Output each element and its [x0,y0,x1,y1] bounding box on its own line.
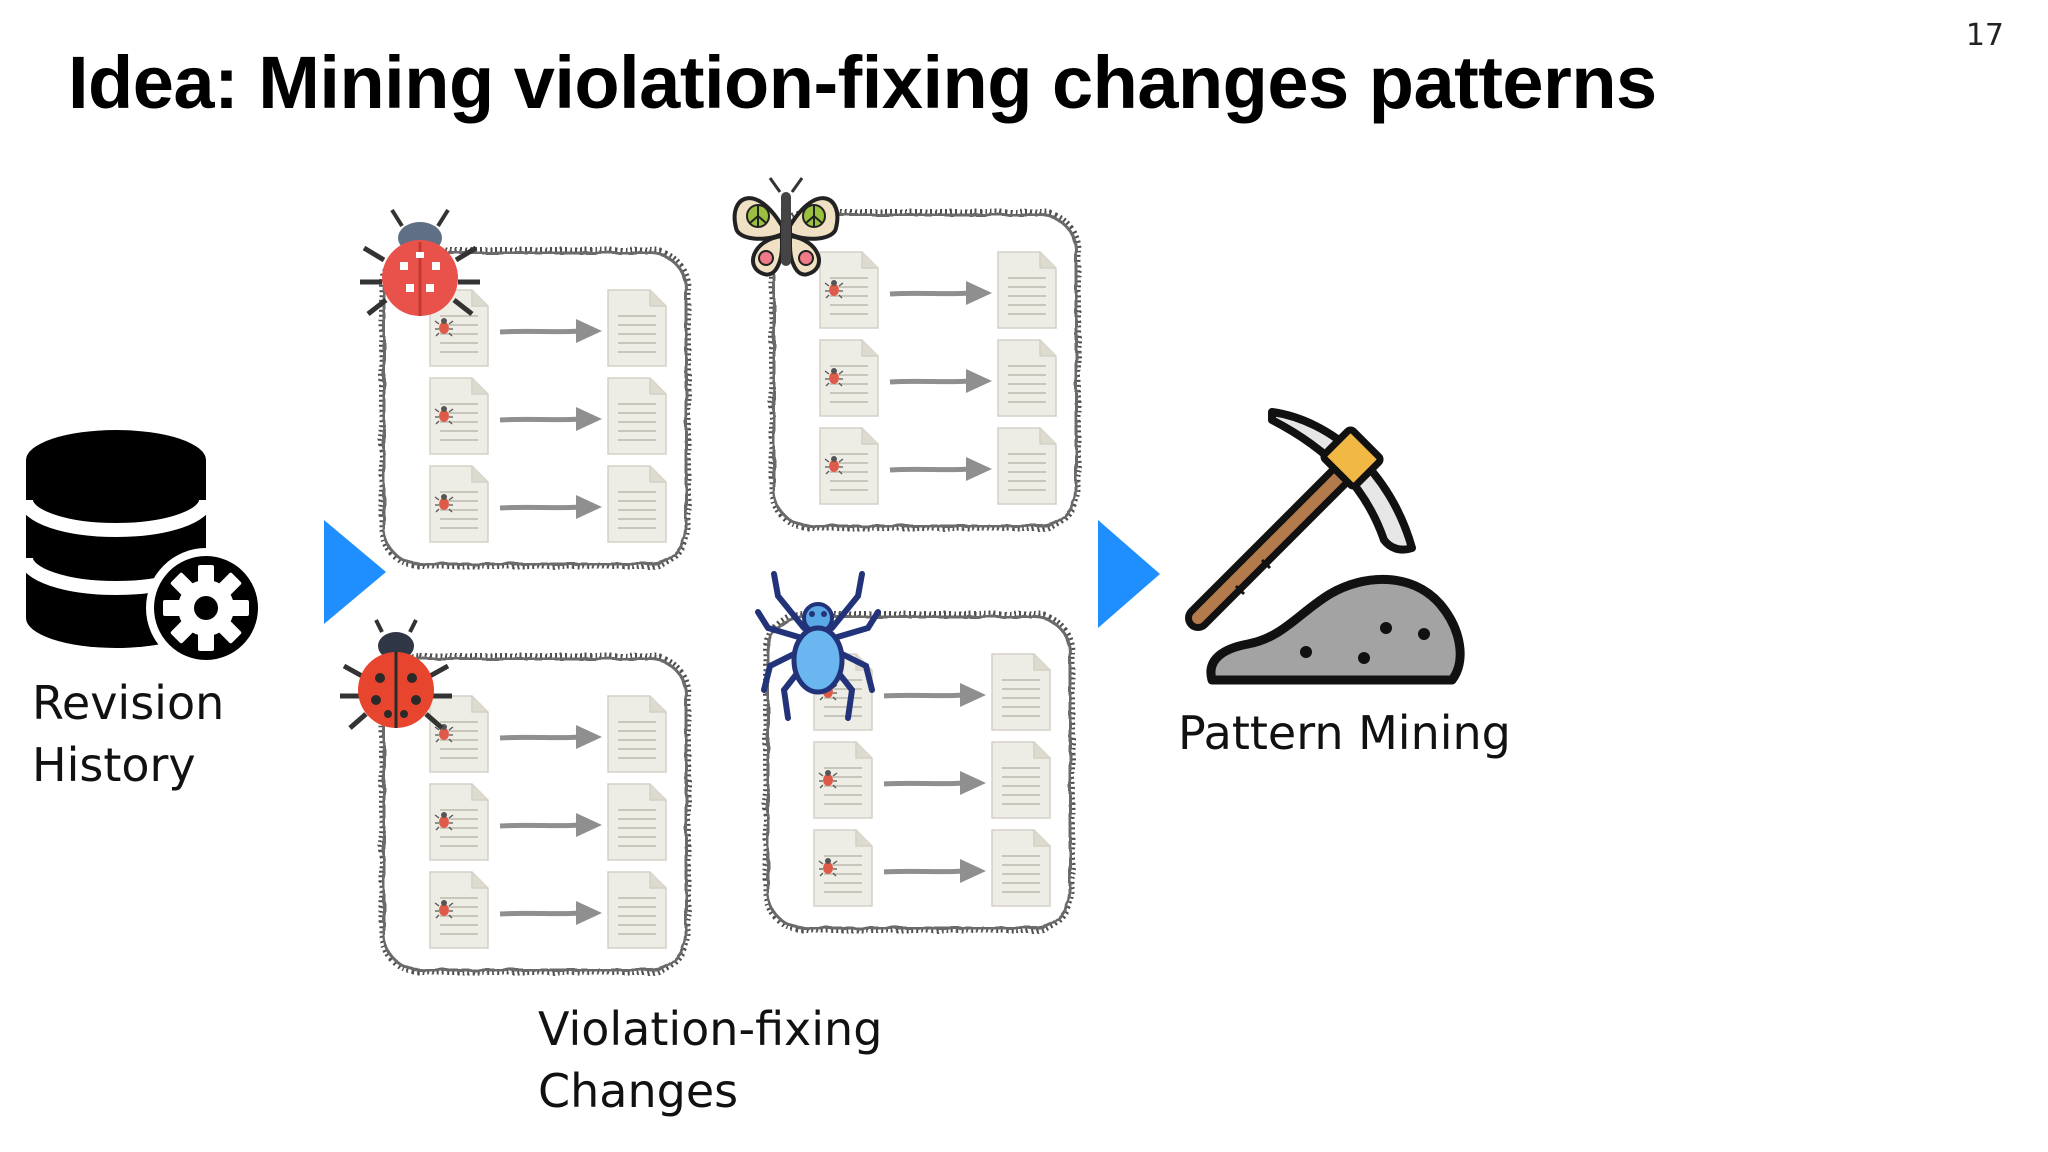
ladybug-icon [360,208,480,316]
flow-arrow-1 [324,520,386,624]
slide-title: Idea: Mining violation-fixing changes pa… [68,41,1657,124]
pattern-mining-text: Pattern Mining [1178,706,1511,760]
flow-arrow-2 [1098,520,1160,628]
butterfly-icon [732,177,840,277]
pattern-mining-label: Pattern Mining [1178,702,1511,764]
revision-history-label: Revision History [32,672,224,796]
violation-fixing-line-1: Violation-fixing [538,1002,883,1056]
rock-icon [1206,575,1465,685]
spider-icon [755,571,881,721]
revision-history-line-1: Revision [32,676,225,730]
violation-fixing-line-2: Changes [538,1064,739,1118]
ladybug-icon [340,619,452,730]
violation-fixing-changes-label: Violation-fixing Changes [538,998,882,1122]
slide-number: 17 [1965,18,2004,53]
gear-icon [146,548,266,668]
revision-history-line-2: History [32,738,196,792]
pickaxe-icon [1185,408,1416,631]
